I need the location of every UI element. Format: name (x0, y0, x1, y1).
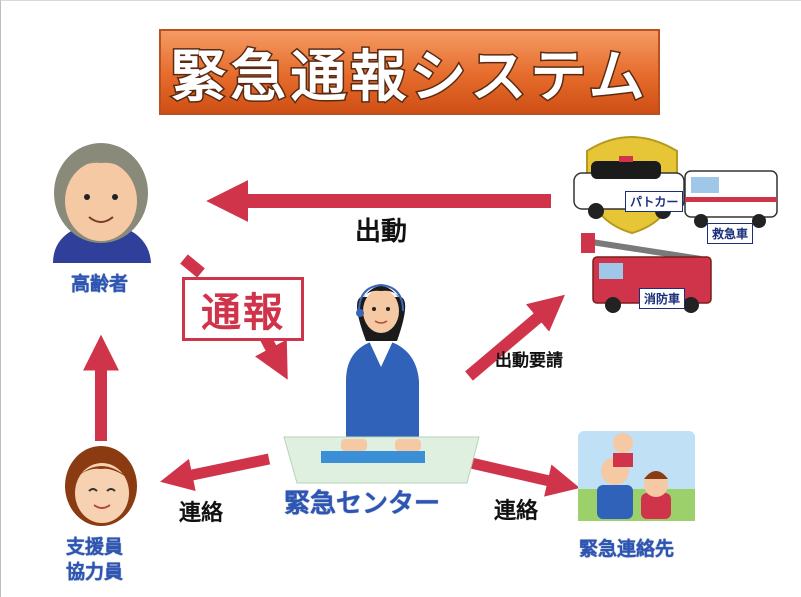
desk-illustration (283, 436, 480, 484)
arrow-report-start (180, 254, 205, 278)
supporter-illustration (65, 446, 137, 526)
edge-contact-left-label: 連絡 (179, 501, 224, 526)
node-elderly-label: 高齢者 (70, 272, 129, 296)
edge-contact-right-label: 連絡 (494, 499, 539, 524)
edge-dispatch-label: 出動 (355, 217, 408, 247)
fire-truck (581, 233, 712, 313)
node-center-label: 緊急センター (283, 488, 441, 520)
node-supporter-label-line2: 協力員 (65, 560, 124, 584)
vehicle-police-label: パトカー (625, 191, 684, 212)
arrow-contact-right (469, 457, 580, 497)
report-label-box: 通報 (182, 277, 304, 341)
ambulance (684, 170, 778, 228)
node-emergency-contact-label: 緊急連絡先 (578, 537, 675, 561)
operator-illustration (346, 283, 419, 451)
arrow-contact-left (160, 453, 271, 492)
edge-report-label: 通報 (201, 290, 285, 336)
edge-dispatch-request-label: 出動要請 (495, 351, 563, 371)
node-supporter-label-line1: 支援員 (65, 535, 124, 559)
elderly-person-illustration (53, 143, 151, 263)
family-illustration (578, 431, 695, 521)
diagram-title: 緊急通報システム (169, 43, 649, 111)
vehicle-ambulance-label: 救急車 (707, 223, 754, 244)
vehicle-fire-label: 消防車 (639, 288, 686, 309)
title-banner: 緊急通報システム (159, 29, 660, 115)
arrow-dispatch-request (465, 294, 565, 381)
